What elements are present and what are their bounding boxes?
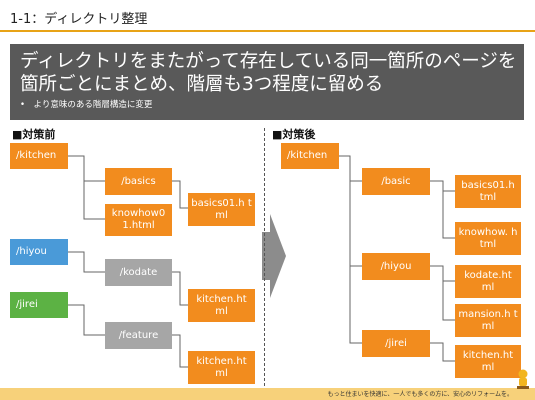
after-node-kitchen: /kitchen [281, 143, 339, 169]
connector-feature-kitchen [172, 334, 188, 368]
connector-after-basic-knowhow [442, 191, 455, 239]
before-node-kitchen-html-2: kitchen.ht ml [188, 351, 255, 384]
connector-after-basic-basics01 [430, 180, 455, 192]
connector-after-hiyou-kodate [430, 265, 455, 282]
transition-arrow [262, 214, 286, 298]
before-node-feature: /feature [105, 322, 172, 349]
after-node-mansion-html: mansion.h tml [455, 304, 521, 337]
after-node-jirei: /jirei [362, 330, 430, 357]
footer-bar [0, 388, 535, 400]
connector-after-kitchen-basic [339, 155, 362, 182]
before-node-jirei: /jirei [10, 292, 68, 318]
before-label: ■対策前 [12, 128, 56, 141]
before-node-basics01-html: basics01.h tml [188, 193, 255, 226]
after-node-hiyou: /hiyou [362, 253, 430, 280]
after-node-knowhow-html: knowhow. html [455, 222, 521, 255]
slide-title: 1-1：ディレクトリ整理 [10, 12, 148, 27]
connector-after-jirei-kitchen [430, 342, 455, 362]
title-underline [0, 30, 535, 32]
connector-basics-basics01 [172, 180, 188, 209]
connector-jirei-feature [68, 304, 105, 336]
before-node-knowhow-html: knowhow0 1.html [105, 204, 172, 236]
after-node-kitchen-html: kitchen.ht ml [455, 345, 521, 378]
connector-hiyou-kodate [68, 251, 105, 273]
connector-after-kitchen-jirei [349, 266, 362, 344]
summary-banner: ディレクトリをまたがって存在している同一箇所のページを 箇所ごとにまとめ、階層も… [10, 44, 524, 120]
after-node-basics01-html: basics01.h tml [455, 175, 521, 208]
banner-bullet: • より意味のある階層構造に変更 [20, 100, 153, 110]
before-node-kodate: /kodate [105, 259, 172, 286]
connector-kitchen-basics [68, 155, 105, 182]
mascot-icon [517, 369, 529, 389]
footer-tagline: もっと住まいを快適に、一人でも多くの方に、安心のリフォームを。 [327, 391, 513, 398]
after-label: ■対策後 [272, 128, 316, 141]
after-node-basic: /basic [362, 168, 430, 195]
before-node-kitchen-html-1: kitchen.ht ml [188, 289, 255, 322]
banner-line-1: ディレクトリをまたがって存在している同一箇所のページを [20, 51, 517, 72]
before-node-hiyou: /hiyou [10, 239, 68, 265]
before-after-divider [264, 128, 265, 386]
before-node-kitchen: /kitchen [10, 143, 68, 169]
connector-kodate-kitchen [172, 271, 188, 306]
connector-kitchen-knowhow [83, 181, 105, 220]
connector-after-hiyou-mansion [442, 281, 455, 321]
connector-after-kitchen-hiyou [349, 181, 362, 267]
after-node-kodate-html: kodate.ht ml [455, 265, 521, 298]
banner-line-2: 箇所ごとにまとめ、階層も3つ程度に留める [20, 74, 384, 95]
before-node-basics: /basics [105, 168, 172, 195]
